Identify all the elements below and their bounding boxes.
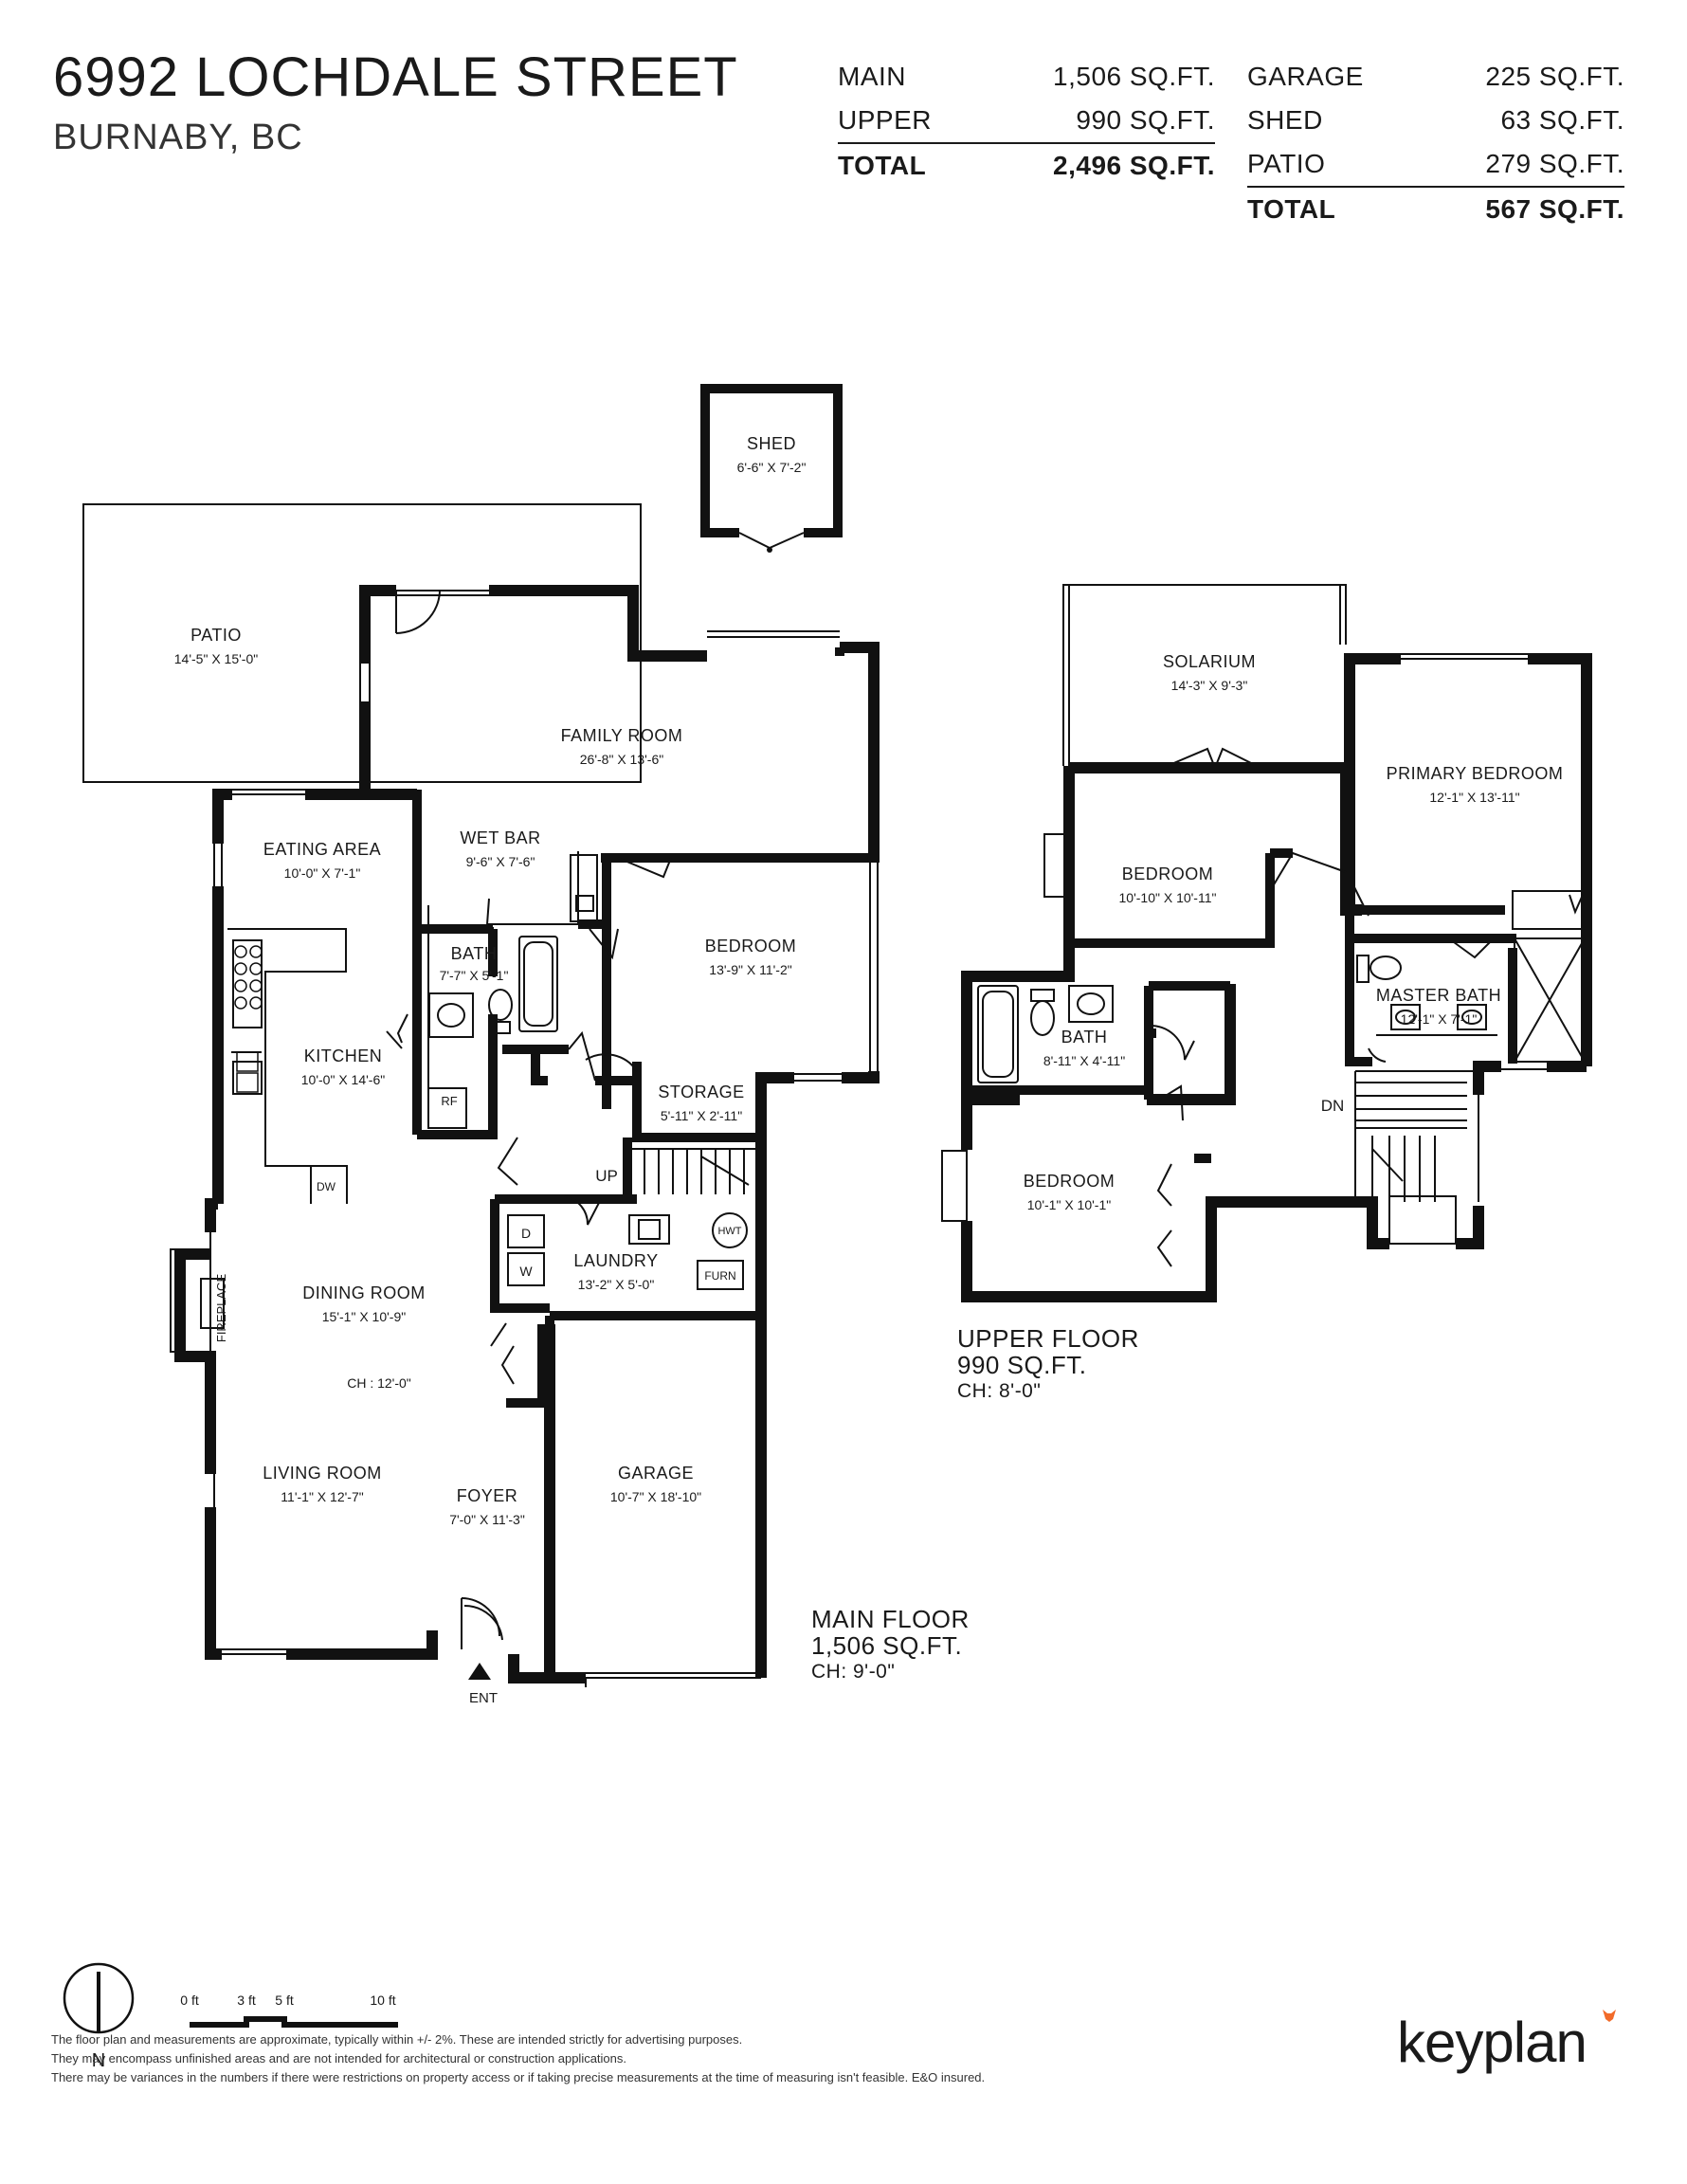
- room-dim-eating-area: 10'-0" X 7'-1": [284, 865, 361, 881]
- room-dim-living-room: 11'-1" X 12'-7": [281, 1489, 363, 1504]
- scale-bar: 0 ft 3 ft 5 ft 10 ft: [180, 1993, 398, 2028]
- scale-tick-3: 3 ft: [237, 1993, 256, 2008]
- room-label-bath-upper: BATH: [1061, 1028, 1108, 1046]
- property-city: BURNABY, BC: [53, 118, 303, 157]
- room-label-bedroom-upper-1: BEDROOM: [1122, 864, 1214, 883]
- room-label-garage: GARAGE: [618, 1464, 694, 1483]
- room-label-bedroom: BEDROOM: [705, 937, 797, 956]
- room-dim-bath-upper: 8'-11" X 4'-11": [1043, 1053, 1125, 1068]
- main-floor-ceiling: CH: 9'-0": [811, 1661, 896, 1683]
- upper-floor-ceiling: CH: 8'-0": [957, 1380, 1042, 1402]
- room-dim-bath: 7'-7" X 5'-1": [440, 968, 509, 983]
- room-dim-master-bath: 12'-1" X 7'-1": [1401, 1011, 1478, 1027]
- upper-floor-name: UPPER FLOOR: [957, 1324, 1139, 1353]
- area-row-living-total: TOTAL 2,496 SQ.FT.: [838, 142, 1215, 188]
- bath-fixtures-main: [428, 936, 558, 1038]
- room-label-family-room: FAMILY ROOM: [561, 726, 683, 745]
- main-room-labels: SHED 6'-6" X 7'-2" PATIO 14'-5" X 15'-0"…: [174, 434, 807, 1706]
- scale-tick-0: 0 ft: [180, 1993, 199, 2008]
- entry-arrow-icon: [468, 1663, 491, 1680]
- fireplace-label: FIREPLACE: [214, 1274, 228, 1343]
- room-dim-solarium: 14'-3" X 9'-3": [1171, 678, 1248, 693]
- room-label-master-bath: MASTER BATH: [1376, 986, 1501, 1005]
- other-area-table: GARAGE 225 SQ.FT. SHED 63 SQ.FT. PATIO 2…: [1247, 55, 1624, 231]
- room-label-bedroom-upper-2: BEDROOM: [1024, 1172, 1116, 1191]
- kitchen-sink-icon: [236, 1051, 259, 1093]
- washer-label: W: [519, 1264, 533, 1279]
- area-row-other-total: TOTAL 567 SQ.FT.: [1247, 186, 1624, 231]
- upper-floor-plan: [941, 584, 1592, 1302]
- room-label-wet-bar: WET BAR: [460, 828, 540, 847]
- room-dim-kitchen: 10'-0" X 14'-6": [301, 1072, 385, 1087]
- area-row-garage: GARAGE 225 SQ.FT.: [1247, 62, 1624, 91]
- stairs-up-label: UP: [595, 1167, 618, 1185]
- room-label-kitchen: KITCHEN: [304, 1046, 383, 1065]
- room-label-laundry: LAUNDRY: [573, 1251, 658, 1270]
- room-label-bath: BATH: [451, 944, 498, 963]
- stairs-down-label: DN: [1321, 1097, 1345, 1115]
- main-floor-area: 1,506 SQ.FT.: [811, 1631, 963, 1660]
- upper-floor-area: 990 SQ.FT.: [957, 1351, 1087, 1379]
- living-area-table: MAIN 1,506 SQ.FT. UPPER 990 SQ.FT. TOTAL…: [838, 55, 1215, 188]
- area-row-shed: SHED 63 SQ.FT.: [1247, 105, 1624, 135]
- stove-icon: [234, 945, 263, 1010]
- upper-room-labels: SOLARIUM 14'-3" X 9'-3" PRIMARY BEDROOM …: [1024, 652, 1564, 1212]
- room-dim-garage: 10'-7" X 18'-10": [610, 1489, 701, 1504]
- room-label-foyer: FOYER: [457, 1486, 518, 1505]
- main-doors: [386, 590, 672, 1649]
- main-floor-plan: [82, 384, 880, 1687]
- disclaimer: The floor plan and measurements are appr…: [51, 2032, 986, 2084]
- room-dim-patio: 14'-5" X 15'-0": [174, 651, 258, 666]
- upper-floor-label: UPPER FLOOR 990 SQ.FT. CH: 8'-0": [957, 1325, 1139, 1405]
- room-dim-bedroom: 13'-9" X 11'-2": [709, 962, 791, 977]
- area-row-main: MAIN 1,506 SQ.FT.: [838, 62, 1215, 91]
- room-dim-family-room: 26'-8" X 13'-6": [580, 752, 663, 767]
- scale-tick-5: 5 ft: [275, 1993, 294, 2008]
- room-label-solarium: SOLARIUM: [1163, 652, 1256, 671]
- dryer-label: D: [521, 1226, 531, 1241]
- room-dim-laundry: 13'-2" X 5'-0": [578, 1277, 655, 1292]
- north-label: N: [92, 2050, 105, 2071]
- main-floor-label: MAIN FLOOR 1,506 SQ.FT. CH: 9'-0": [811, 1606, 970, 1685]
- scale-tick-10: 10 ft: [370, 1993, 395, 2008]
- dishwasher-label: DW: [317, 1180, 336, 1193]
- shed-outline: [700, 384, 843, 553]
- main-stairs: [626, 1148, 758, 1194]
- north-compass: N: [63, 1962, 135, 2071]
- room-dim-bedroom-upper-2: 10'-1" X 10'-1": [1027, 1197, 1111, 1212]
- room-dim-bedroom-upper-1: 10'-10" X 10'-11": [1119, 890, 1217, 905]
- main-floor-name: MAIN FLOOR: [811, 1605, 970, 1633]
- hot-water-tank-label: HWT: [717, 1226, 741, 1237]
- area-row-upper: UPPER 990 SQ.FT.: [838, 105, 1215, 135]
- area-row-patio: PATIO 279 SQ.FT.: [1247, 149, 1624, 178]
- room-dim-dining-room: 15'-1" X 10'-9": [322, 1309, 406, 1324]
- brand-logo: keyplan: [1397, 2011, 1587, 2074]
- room-dim-shed: 6'-6" X 7'-2": [737, 460, 807, 475]
- room-label-primary-bedroom: PRIMARY BEDROOM: [1387, 764, 1564, 783]
- fox-icon: [1603, 2010, 1616, 2022]
- room-label-patio: PATIO: [190, 626, 242, 645]
- room-dim-foyer: 7'-0" X 11'-3": [449, 1512, 525, 1527]
- property-address: 6992 LOCHDALE STREET: [53, 46, 738, 108]
- room-label-living-room: LIVING ROOM: [263, 1464, 382, 1483]
- entry-label: ENT: [469, 1690, 498, 1706]
- room-label-dining-room: DINING ROOM: [302, 1283, 426, 1302]
- room-label-eating-area: EATING AREA: [263, 840, 381, 859]
- furnace-label: FURN: [704, 1269, 735, 1283]
- room-label-storage: STORAGE: [658, 1083, 744, 1101]
- room-dim-primary-bedroom: 12'-1" X 13'-11": [1429, 790, 1519, 805]
- room-label-shed: SHED: [747, 434, 796, 453]
- ceiling-height-note: CH : 12'-0": [347, 1375, 411, 1391]
- room-dim-wet-bar: 9'-6" X 7'-6": [466, 854, 535, 869]
- fridge-label: RF: [441, 1094, 457, 1108]
- main-interior-walls: [365, 647, 868, 1408]
- room-dim-storage: 5'-11" X 2'-11": [661, 1108, 742, 1123]
- main-exterior-walls: [174, 585, 880, 1684]
